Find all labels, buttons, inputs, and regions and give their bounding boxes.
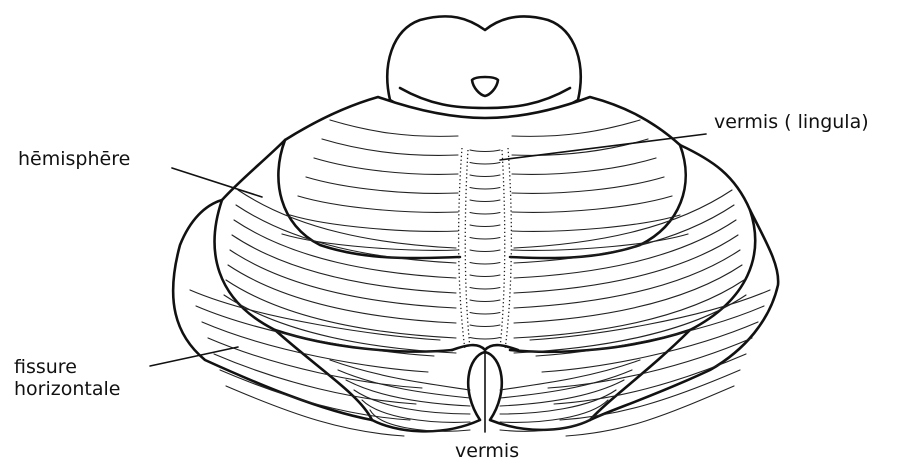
cerebellum-outline: [173, 97, 778, 431]
label-vermis-lingula: vermis ( lingula): [714, 111, 869, 133]
label-hemisphere: hēmisphēre: [18, 148, 130, 170]
label-fissure-line1: fissure: [14, 356, 77, 378]
label-fissure-line2: horizontale: [14, 378, 120, 400]
label-vermis: vermis: [455, 440, 519, 462]
